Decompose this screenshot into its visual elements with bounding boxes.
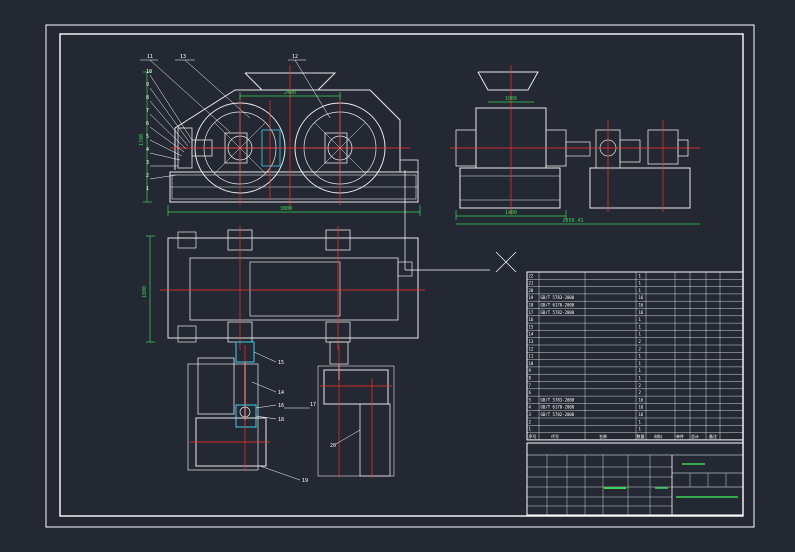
plan-part-balloon: 15 bbox=[278, 360, 284, 366]
front-part-balloon: 4 bbox=[146, 147, 149, 153]
front-part-balloon: 10 bbox=[146, 69, 152, 75]
side-width-dim: 1400 bbox=[505, 210, 517, 216]
front-view-part-balloons: 11 10 9 8 7 6 5 4 3 2 1 13 12 bbox=[146, 54, 298, 192]
plan-part-balloon: 20 bbox=[330, 443, 336, 449]
title-block bbox=[526, 442, 744, 516]
parts-table-cell-code: GB/T 6170-2000 bbox=[541, 303, 575, 308]
parts-table-cell-no: 18 bbox=[529, 303, 534, 308]
front-height-dim: 1780 bbox=[139, 134, 145, 146]
parts-table-cell-qty: 16 bbox=[639, 397, 644, 402]
front-inner-dim: 2480 bbox=[284, 90, 296, 96]
parts-table-cell-no: 9 bbox=[529, 368, 532, 373]
front-width-dim: 3800 bbox=[280, 206, 292, 212]
parts-table-cell-qty: 16 bbox=[639, 412, 644, 417]
parts-table-header-no: 序号 bbox=[529, 433, 537, 439]
front-part-balloon: 8 bbox=[146, 95, 149, 101]
parts-table-cell-no: 7 bbox=[529, 383, 532, 388]
front-part-balloon: 6 bbox=[146, 121, 149, 127]
plan-height-dim: 1800 bbox=[142, 286, 148, 298]
parts-table-cell-qty: 1 bbox=[639, 354, 642, 359]
parts-table-header-code: 代号 bbox=[551, 433, 559, 439]
parts-table-cell-no: 8 bbox=[529, 376, 532, 381]
parts-table-cell-no: 4 bbox=[529, 405, 532, 410]
front-view: 3800 1780 2480 11 10 9 8 7 6 bbox=[139, 54, 421, 216]
parts-table-cell-qty: 1 bbox=[639, 288, 642, 293]
parts-table-cell-qty: 16 bbox=[639, 295, 644, 300]
parts-table-cell-code: GB/T 5783-2000 bbox=[541, 295, 575, 300]
plan-part-balloon: 16 bbox=[278, 403, 284, 409]
parts-table-cell-qty: 2 bbox=[639, 339, 642, 344]
front-part-balloon: 3 bbox=[146, 160, 149, 166]
plan-part-balloon: 19 bbox=[302, 478, 308, 484]
parts-table-cell-no: 20 bbox=[529, 288, 534, 293]
parts-table-cell-no: 22 bbox=[529, 273, 534, 278]
parts-table-cell-qty: 16 bbox=[639, 303, 644, 308]
parts-table-cell-no: 1 bbox=[529, 427, 532, 432]
parts-table-cell-qty: 1 bbox=[639, 376, 642, 381]
parts-table-cell-no: 19 bbox=[529, 295, 534, 300]
side-view: 1400 1000 2650.41 bbox=[450, 65, 700, 225]
parts-table-cell-qty: 1 bbox=[639, 273, 642, 278]
front-top-balloon: 12 bbox=[292, 54, 298, 60]
parts-table-cell-qty: 16 bbox=[639, 405, 644, 410]
parts-table-cell-qty: 1 bbox=[639, 317, 642, 322]
parts-table-cell-code: GB/T 6170-2000 bbox=[541, 405, 575, 410]
parts-table-cell-code: GB/T 5783-2000 bbox=[541, 397, 575, 402]
front-part-balloon: 1 bbox=[146, 186, 149, 192]
parts-table-frame bbox=[526, 271, 744, 441]
parts-table-cell-code: GB/T 5782-2000 bbox=[541, 412, 575, 417]
plan-part-balloon: 18 bbox=[278, 417, 284, 423]
front-top-balloon: 13 bbox=[180, 54, 186, 60]
parts-table-cell-no: 11 bbox=[529, 354, 534, 359]
parts-table-cell-no: 14 bbox=[529, 332, 534, 337]
parts-table-cell-qty: 1 bbox=[639, 368, 642, 373]
parts-table-header-mat: 材料 bbox=[654, 433, 662, 439]
parts-table-header-w1: 单件 bbox=[676, 433, 684, 439]
parts-table-cell-no: 6 bbox=[529, 390, 532, 395]
parts-table-cell-qty: 1 bbox=[639, 427, 642, 432]
parts-table-cell-qty: 1 bbox=[639, 419, 642, 424]
parts-table-cell-qty: 2 bbox=[639, 383, 642, 388]
parts-table-cell-no: 16 bbox=[529, 317, 534, 322]
parts-table-cell-no: 12 bbox=[529, 346, 534, 351]
parts-table-header-note: 备注 bbox=[709, 433, 717, 439]
front-part-balloon: 9 bbox=[146, 82, 149, 88]
parts-table-cell-no: 10 bbox=[529, 361, 534, 366]
front-part-balloon: 11 bbox=[147, 54, 153, 60]
parts-table-cell-no: 15 bbox=[529, 324, 534, 329]
parts-table-cell-no: 13 bbox=[529, 339, 534, 344]
front-part-balloon: 5 bbox=[146, 134, 149, 140]
parts-table-cell-qty: 2 bbox=[639, 390, 642, 395]
parts-table-cell-qty: 1 bbox=[639, 361, 642, 366]
plan-part-balloon: 17 bbox=[310, 402, 316, 408]
parts-table-cell-no: 5 bbox=[529, 397, 532, 402]
parts-table-cell-no: 17 bbox=[529, 310, 534, 315]
parts-table-cell-code: GB/T 5782-2000 bbox=[541, 310, 575, 315]
plan-part-balloon: 14 bbox=[278, 390, 284, 396]
parts-table-cell-qty: 1 bbox=[639, 324, 642, 329]
side-top-dim: 1000 bbox=[505, 96, 517, 102]
parts-table-header-qty: 数量 bbox=[637, 433, 645, 439]
plan-view-part-balloons: 15 14 16 17 18 19 20 bbox=[278, 360, 336, 484]
parts-table-cell-qty: 16 bbox=[639, 310, 644, 315]
plan-view: 1800 bbox=[142, 170, 517, 484]
parts-table-cell-qty: 1 bbox=[639, 332, 642, 337]
side-offset-dim: 2650.41 bbox=[562, 218, 583, 224]
front-part-balloon: 2 bbox=[146, 173, 149, 179]
parts-table-cell-no: 21 bbox=[529, 281, 534, 286]
parts-table-header-name: 名称 bbox=[599, 433, 607, 439]
parts-table-cell-no: 2 bbox=[529, 419, 532, 424]
parts-table-cell-qty: 1 bbox=[639, 281, 642, 286]
outer-frame bbox=[45, 24, 755, 528]
parts-table-cell-no: 3 bbox=[529, 412, 532, 417]
front-part-balloon: 7 bbox=[146, 108, 149, 114]
parts-table-header-w2: 总计 bbox=[691, 433, 699, 439]
parts-table-cell-qty: 2 bbox=[639, 346, 642, 351]
